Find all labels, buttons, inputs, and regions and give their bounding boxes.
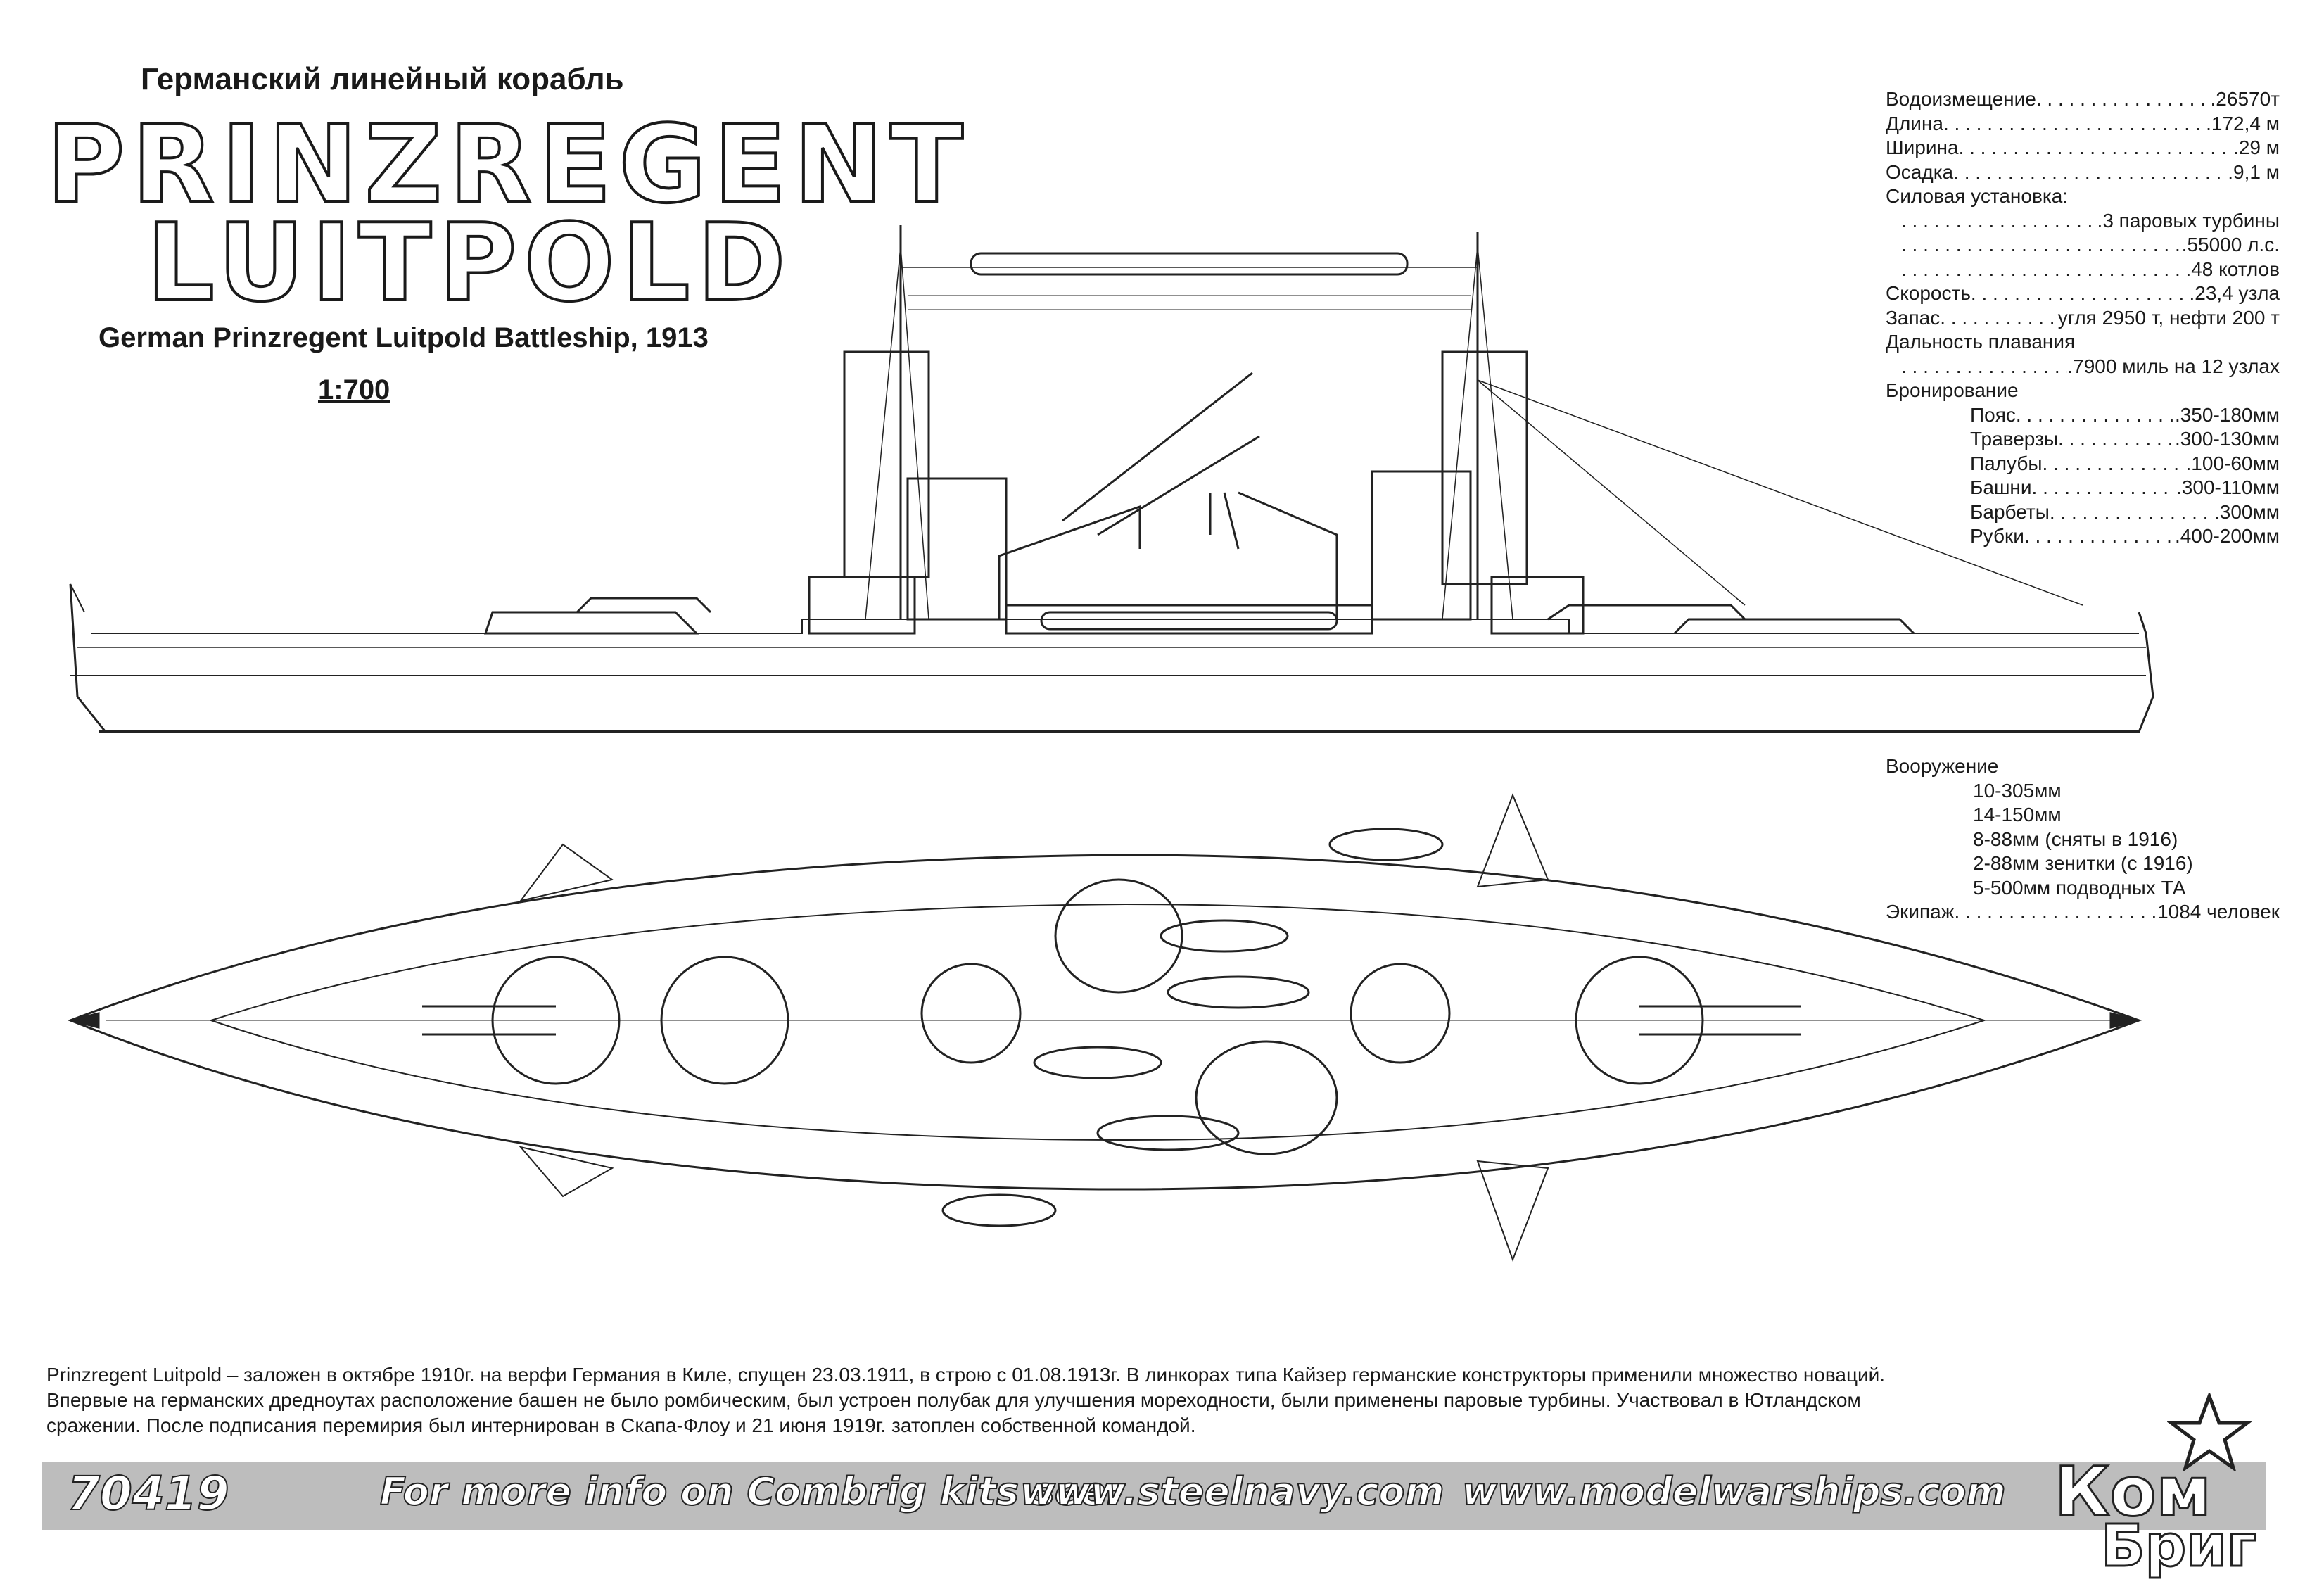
spec-value: .48 котлов [2185, 258, 2280, 280]
crew-value: 1084 человек [2157, 901, 2280, 923]
spec-label: Барбеты [1970, 500, 2050, 523]
spec-row: .7900 миль на 12 узлах [1886, 355, 2280, 379]
spec-row: Скорость .23,4 узла [1886, 281, 2280, 306]
spec-label: Скорость [1886, 282, 1971, 304]
subtitle-ru: Германский линейный корабль [141, 62, 624, 96]
spec-row: Траверзы .300-130мм [1886, 427, 2280, 452]
spec-label: Бронирование [1886, 379, 2019, 401]
armament-list: Вооружение 10-305мм 14-150мм 8-88мм (сня… [1886, 754, 2280, 925]
spec-value: .400-200мм [2174, 525, 2280, 547]
spec-value: .172,4 м [2206, 112, 2280, 134]
star-icon [2167, 1393, 2252, 1471]
footer-band [42, 1462, 2266, 1530]
deck-plan-drawing [67, 793, 2142, 1262]
subtitle-en: German Prinzregent Luitpold Battleship, … [99, 322, 709, 353]
description: Prinzregent Luitpold – заложен в октябре… [46, 1362, 2284, 1438]
armament-item: 10-305мм [1973, 779, 2062, 802]
spec-label: Пояс [1970, 403, 2016, 426]
spec-row: Пояс .350-180мм [1886, 403, 2280, 428]
spec-row: .3 паровых турбины [1886, 209, 2280, 234]
description-line: Prinzregent Luitpold – заложен в октябре… [46, 1364, 1886, 1386]
spec-row: Ширина .29 м [1886, 136, 2280, 160]
spec-row: Длина .172,4 м [1886, 112, 2280, 137]
spec-value: .29 м [2233, 137, 2280, 158]
spec-label: Башни [1970, 476, 2032, 498]
spec-row: Палубы .100-60мм [1886, 452, 2280, 476]
spec-row: Дальность плавания [1886, 330, 2280, 355]
crew-label: Экипаж [1886, 901, 1955, 923]
spec-row: Водоизмещение .26570т [1886, 87, 2280, 112]
logo-line-2: Бриг [2100, 1512, 2258, 1581]
website-link-steelnavy[interactable]: www.steelnavy.com [1020, 1469, 1445, 1514]
spec-label: Дальность плавания [1886, 331, 2076, 353]
armament-item: 8-88мм (сняты в 1916) [1973, 828, 2178, 850]
spec-row: Запас угля 2950 т, нефти 200 т [1886, 306, 2280, 331]
spec-row: Осадка .9,1 м [1886, 160, 2280, 185]
spec-value: .300-110мм [2176, 476, 2280, 498]
spec-label: Силовая установка: [1886, 185, 2069, 207]
armament-item: 14-150мм [1973, 804, 2062, 825]
spec-label: Рубки [1970, 525, 2024, 547]
description-line: Впервые на германских дредноутах располо… [46, 1389, 1861, 1411]
description-line: сражении. После подписания перемирия был… [46, 1414, 1196, 1436]
spec-label: Траверзы [1970, 428, 2059, 450]
kit-number: 70419 [67, 1466, 230, 1521]
spec-value: .7900 миль на 12 узлах [2067, 355, 2280, 377]
spec-label: Ширина [1886, 137, 1959, 158]
spec-row: .48 котлов [1886, 258, 2280, 282]
spec-row: Бронирование [1886, 379, 2280, 403]
website-link-modelwarships[interactable]: www.modelwarships.com [1461, 1469, 2007, 1514]
spec-row: Барбеты .300мм [1886, 500, 2280, 525]
spec-value: .100-60мм [2185, 452, 2280, 474]
spec-label: Водоизмещение [1886, 88, 2036, 110]
spec-label: Осадка [1886, 160, 1954, 183]
more-info-text: For more info on Combrig kits see: [379, 1469, 1122, 1514]
spec-row: Силовая установка: [1886, 184, 2280, 209]
scale-label: 1:700 [318, 374, 390, 405]
armament-item: 2-88мм зенитки (с 1916) [1973, 852, 2193, 874]
spec-value: .55000 л.с. [2181, 234, 2280, 255]
spec-value: .3 паровых турбины [2097, 209, 2280, 232]
crew-row: Экипаж 1084 человек [1886, 900, 2280, 925]
spec-label: Длина [1886, 112, 1943, 134]
spec-value: .300-130мм [2174, 428, 2280, 450]
logo-line-1: Ком [2054, 1452, 2213, 1533]
side-profile-drawing [69, 225, 2154, 733]
spec-label: Запас [1886, 306, 1941, 329]
spec-value: .26570т [2210, 88, 2280, 110]
spec-value: .300мм [2214, 500, 2280, 523]
spec-row: Рубки .400-200мм [1886, 524, 2280, 549]
armament-item: 5-500мм подводных ТА [1973, 876, 2186, 899]
armament-heading: Вооружение [1886, 755, 1999, 777]
spec-value: угля 2950 т, нефти 200 т [2057, 306, 2280, 329]
title-line-2: LUITPOLD [145, 201, 793, 325]
spec-value: .9,1 м [2228, 160, 2280, 183]
title-line-1: PRINZREGENT [45, 102, 970, 227]
spec-value: .23,4 узла [2189, 282, 2280, 304]
spec-row: .55000 л.с. [1886, 233, 2280, 258]
spec-label: Палубы [1970, 452, 2043, 474]
spec-value: .350-180мм [2174, 403, 2280, 426]
combrig-logo: Ком Бриг [2054, 1393, 2266, 1583]
spec-row: Башни .300-110мм [1886, 476, 2280, 500]
